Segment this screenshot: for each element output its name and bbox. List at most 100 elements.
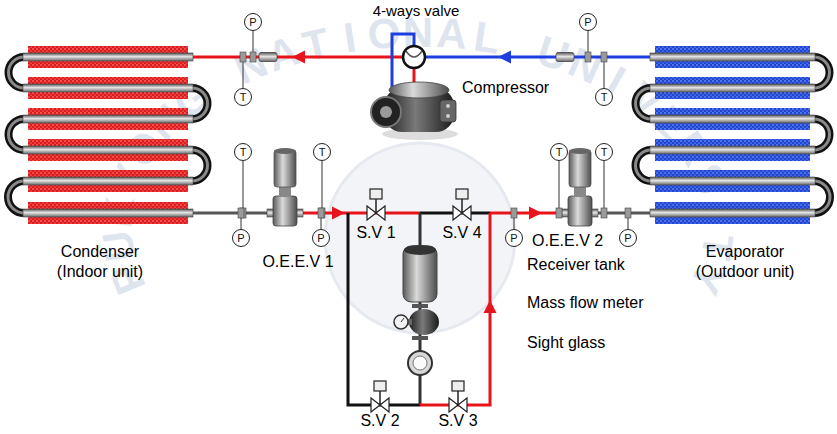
sensor-circle: T [595,143,613,161]
return-bend [8,57,24,88]
tube [23,115,193,123]
watermark-letter [509,22,530,68]
valve-motor [569,150,591,187]
evaporator-coil [636,46,831,224]
return-bend [814,119,829,150]
return-bend [9,119,24,150]
sensor-tap [240,52,246,62]
liquid-pipe [193,212,274,215]
solenoid-valve [453,189,471,220]
tube [23,53,193,61]
component-label: S.V 2 [360,411,399,431]
tube [650,115,815,123]
sensor-tap [319,208,325,218]
component-label: S.V 4 [442,223,481,243]
valve-stem [457,391,459,405]
liquid-pipe [591,212,650,215]
return-bend-shine [814,181,830,213]
sensor-letter: T [601,146,608,158]
return-bend-shine [814,57,830,88]
meter-needle [401,318,404,322]
component-label: Compressor [462,78,549,98]
component-label: Mass flow meter [527,293,643,313]
sensor-circle: T [234,88,252,106]
sensor-circle: P [619,229,637,247]
sensor-letter: T [240,91,247,103]
solenoid-valve [371,381,389,412]
sensor-circle: T [595,88,613,106]
valve-wing [458,398,467,412]
sensor-letter: P [317,232,324,244]
return-bend-shine [8,57,24,88]
sensor-leader [604,161,605,213]
sensor-letter: T [319,146,326,158]
valve-cap [569,148,591,154]
sensor-letter: P [510,232,517,244]
sensor-tap [250,52,256,62]
return-bend [814,181,830,213]
component-label: O.E.E.V 2 [532,231,603,251]
sensor-circle: P [579,13,597,31]
sensor-tap [556,208,562,218]
valve-wing [449,398,458,412]
valve-stem [379,391,381,405]
valve-wing [462,206,471,220]
tube [650,146,815,154]
sensor-leader [243,161,244,213]
receiver-cap [404,245,436,255]
compressor-bracket [440,100,456,122]
return-bend-shine [192,150,208,181]
return-bend-shine [9,119,24,150]
sensor-leader [322,161,323,213]
tube [650,84,815,92]
return-bend-shine [814,119,829,150]
return-bend [8,181,24,213]
valve-cap [274,148,296,154]
sensor-leader [559,161,560,213]
sensor-tap [585,52,591,62]
sensor-tap [511,208,517,218]
component-label: Sight glass [527,333,605,353]
sensor-letter: P [237,232,244,244]
meter-flange [412,304,428,308]
tube [650,177,815,185]
sensor-circle: P [312,229,330,247]
valve-motor [274,150,296,187]
tube [23,146,193,154]
compressor [371,82,458,140]
valve-actuator [374,381,386,391]
liquid-pipe [296,212,420,215]
tube [23,209,193,217]
sensor-tap [601,52,607,62]
condenser-coil [8,46,208,224]
sensor-circle: T [550,143,568,161]
valve-wing [380,398,389,412]
sensor-circle: P [232,229,250,247]
inline-fitting [259,53,277,62]
flow-arrow [484,300,497,313]
valve-neck [279,186,291,197]
valve-wing [367,206,376,220]
inline-fitting [556,53,574,62]
return-bend [636,150,652,181]
return-bend [192,150,208,181]
valve-stem [461,199,463,213]
expansion-valve [267,148,303,226]
tube [650,53,815,61]
sensor-letter: T [556,146,563,158]
liquid-pipe [420,213,490,405]
compressor-clutch [371,97,401,127]
watermark-letter: I [341,15,359,60]
receiver-tank [403,246,437,302]
four-way-valve [403,46,425,68]
component-label: Evaporator (Outdoor unit) [683,242,807,282]
suction-pipe [425,56,650,59]
receiver-line [419,213,422,405]
sensor-tap [625,208,631,218]
valve-wing [453,206,462,220]
sensor-letter: P [584,16,591,28]
sensor-circle: P [505,229,523,247]
sensor-circle: T [313,143,331,161]
